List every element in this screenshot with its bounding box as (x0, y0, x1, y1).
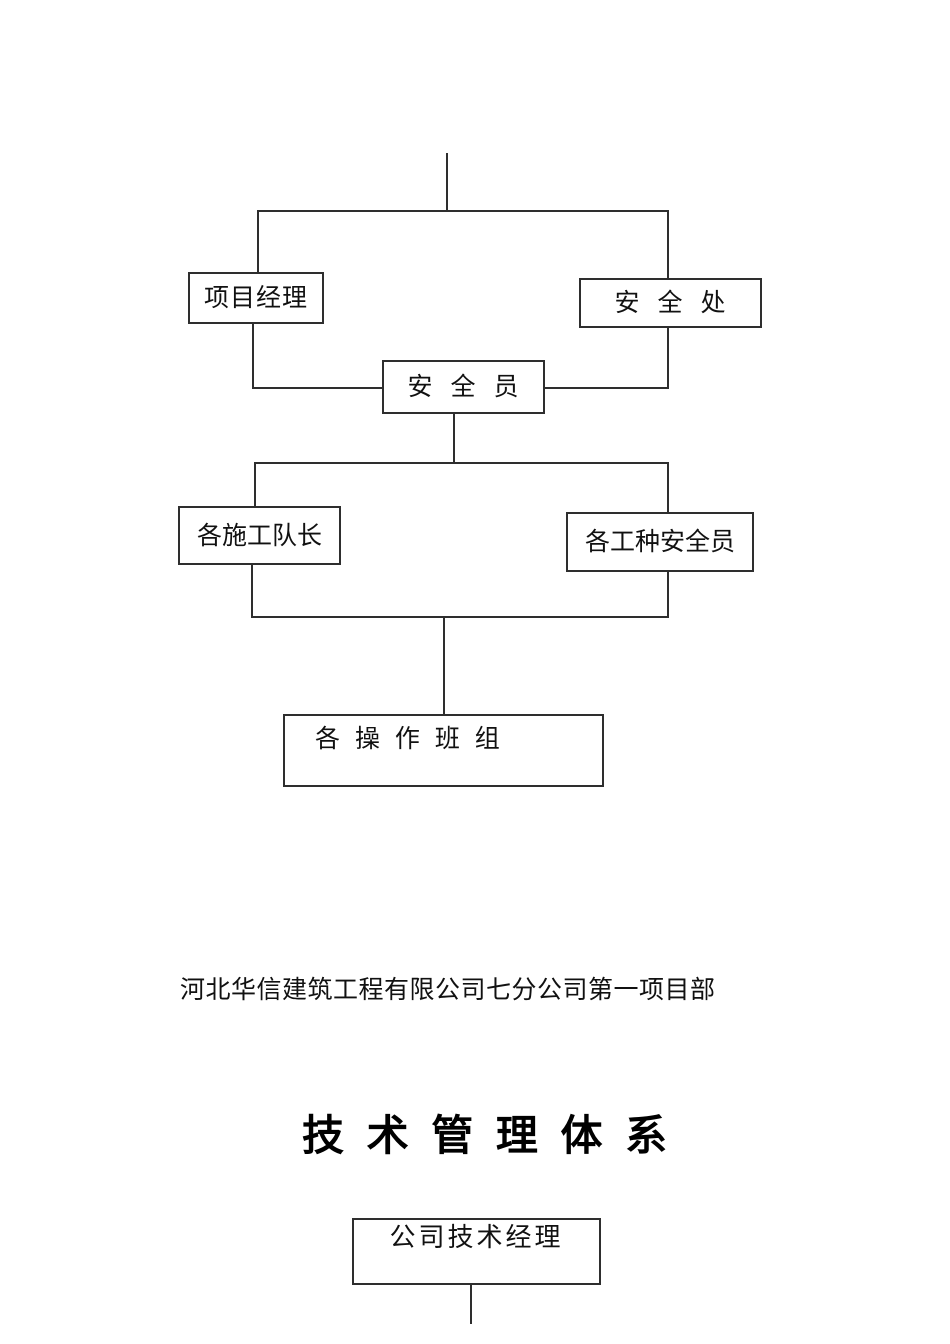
node-company-technical-manager: 公司技术经理 (352, 1218, 601, 1285)
node-operation-teams: 各 操 作 班 组 (283, 714, 604, 787)
connector-line (667, 327, 669, 389)
node-construction-team-leaders: 各施工队长 (178, 506, 341, 565)
connector-line (252, 323, 254, 389)
connector-line (443, 616, 445, 716)
node-safety-officer: 安 全 员 (382, 360, 545, 414)
connector-line (257, 210, 669, 212)
node-label: 安 全 处 (614, 288, 727, 317)
node-trade-safety-officers: 各工种安全员 (566, 512, 754, 572)
node-label: 安 全 员 (407, 372, 520, 401)
connector-line (252, 387, 384, 389)
connector-line (257, 210, 259, 274)
connector-line (254, 462, 256, 508)
connector-line (254, 462, 669, 464)
connector-line (470, 1284, 472, 1324)
connector-line (251, 616, 669, 618)
node-project-manager: 项目经理 (188, 272, 324, 324)
node-label: 各 操 作 班 组 (315, 724, 501, 753)
connector-line (667, 462, 669, 514)
connector-line (667, 571, 669, 618)
node-safety-department: 安 全 处 (579, 278, 762, 328)
connector-line (453, 413, 455, 464)
node-label: 项目经理 (203, 283, 308, 312)
tech-chart-title: 技 术 管 理 体 系 (302, 1111, 669, 1160)
connector-line (544, 387, 669, 389)
node-label: 各施工队长 (196, 520, 322, 550)
node-label: 各工种安全员 (584, 527, 735, 556)
connector-line (446, 153, 448, 212)
connector-line (667, 210, 669, 280)
node-label: 公司技术经理 (389, 1223, 564, 1253)
connector-line (251, 564, 253, 618)
company-caption: 河北华信建筑工程有限公司七分公司第一项目部 (180, 975, 716, 1004)
